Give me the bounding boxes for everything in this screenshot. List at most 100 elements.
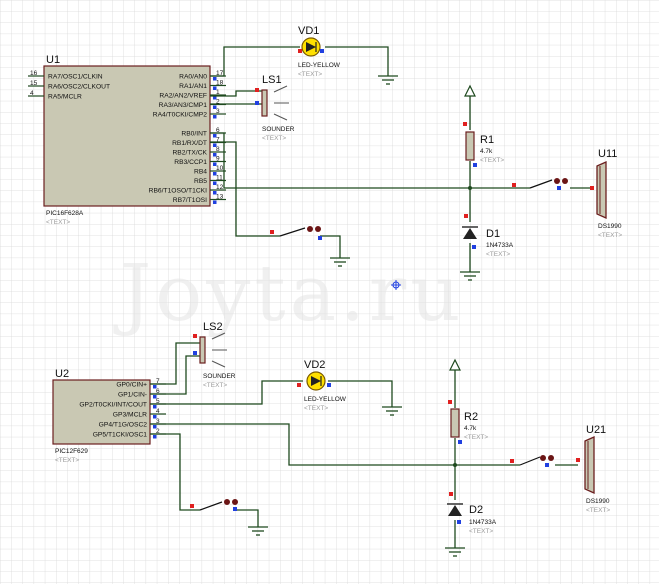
u1-pin-number: 18 [216, 80, 224, 87]
u1-pin-13[interactable]: 13 RB7/T1OSI [173, 194, 226, 205]
d2-text-label: <TEXT> [469, 528, 493, 535]
ground-symbol-6 [445, 547, 465, 557]
u21-body [584, 435, 595, 495]
u2-part: PIC12F629 [55, 448, 88, 455]
u1-pin-label: RA3/AN3/CMP1 [159, 102, 208, 109]
ls1-body [261, 89, 268, 117]
d2-diode-icon [448, 505, 462, 516]
vd1-text-label: <TEXT> [298, 71, 322, 78]
u2-pin-label: GP4/T1G/OSC2 [99, 422, 148, 429]
u1-pin-label: RB0/INT [181, 131, 207, 138]
r2-body [450, 408, 460, 438]
u2-pin-number: 6 [156, 388, 160, 395]
d1-zener[interactable]: D1 1N4733A <TEXT> [462, 214, 514, 258]
d1-part: 1N4733A [486, 242, 514, 249]
r2-ref: R2 [464, 411, 478, 423]
u1-pin-number: 15 [30, 80, 38, 87]
u1-pin-number: 7 [216, 137, 220, 144]
ground-symbol-2 [330, 257, 350, 267]
u11-body [596, 160, 607, 220]
d2-zener[interactable]: D2 1N4733A <TEXT> [447, 492, 497, 535]
u1-pin-label: RA7/OSC1/CLKIN [48, 74, 103, 81]
watermark: Joyta.ru [113, 249, 464, 339]
u1-pin-label: RB4 [194, 169, 207, 176]
u1-pin-number: 4 [30, 90, 34, 97]
u1-pin-label: RA6/OSC2/CLKOUT [48, 84, 110, 91]
u1-pin-number: 2 [216, 99, 220, 106]
switch-1[interactable] [270, 226, 322, 240]
r1-resistor[interactable]: R1 4.7k <TEXT> [463, 122, 504, 167]
u2-pin-label: GP1/CIN- [118, 392, 147, 399]
u2-ref: U2 [55, 368, 69, 380]
u1-pin-number: 13 [216, 194, 224, 201]
junction-2 [453, 463, 457, 467]
power-arrow-2 [449, 358, 461, 371]
vd2-led[interactable]: VD2 LED-YELLOW <TEXT> [297, 359, 347, 412]
vd1-part: LED-YELLOW [298, 62, 341, 69]
u2-body [52, 379, 151, 445]
u2-pin-label: GP0/CIN+ [116, 382, 147, 389]
u2-pin-number: 7 [156, 378, 160, 385]
u1-pin-label: RB5 [194, 178, 207, 185]
vd2-part: LED-YELLOW [304, 396, 347, 403]
u2-pin-label: GP3/MCLR [113, 412, 147, 419]
u1-pin-label: RA2/AN2/VREF [159, 93, 207, 100]
ls1-part: SOUNDER [262, 126, 295, 133]
u1-pin-label: RB3/CCP1 [174, 159, 207, 166]
switch-2[interactable] [512, 178, 568, 190]
d1-diode-icon [463, 228, 477, 239]
d2-part: 1N4733A [469, 519, 497, 526]
u21-text-label: <TEXT> [586, 507, 610, 514]
u21-ibutton[interactable]: U21 DS1990 <TEXT> [576, 424, 610, 514]
u1-pin-11[interactable]: 11 RB5 [194, 175, 226, 186]
u11-text-label: <TEXT> [598, 232, 622, 239]
u1-pin-number: 6 [216, 127, 220, 134]
u1-pin-label: RB1/RX/DT [172, 140, 207, 147]
r1-ref: R1 [480, 134, 494, 146]
r2-resistor[interactable]: R2 4.7k <TEXT> [448, 400, 488, 444]
r2-text-label: <TEXT> [464, 434, 488, 441]
d1-ref: D1 [486, 228, 500, 240]
u1-pin-number: 3 [216, 108, 220, 115]
ground-symbol-5 [248, 526, 268, 536]
u21-part: DS1990 [586, 498, 610, 505]
u2-pin-number: 2 [156, 428, 160, 435]
ls2-ref: LS2 [203, 321, 223, 333]
ls2-body [199, 336, 206, 364]
u1-pin-label: RB6/T1OSO/T1CKI [149, 188, 207, 195]
u1-pin-18[interactable]: 18 RA1/AN1 [179, 80, 226, 91]
top-wires [210, 46, 530, 272]
junction-1 [468, 186, 472, 190]
ls1-sounder[interactable]: LS1 SOUNDER <TEXT> [255, 74, 295, 142]
switch-3[interactable] [190, 499, 238, 511]
u1-pin-9[interactable]: 9 RB3/CCP1 [174, 156, 226, 167]
vd2-ref: VD2 [304, 359, 325, 371]
switch-4[interactable] [510, 455, 554, 467]
u1-pin-number: 9 [216, 156, 220, 163]
vd1-led[interactable]: VD1 LED-YELLOW <TEXT> [298, 25, 341, 78]
power-arrow-1 [464, 84, 476, 97]
ls2-sounder[interactable]: LS2 SOUNDER <TEXT> [193, 321, 236, 389]
vd2-diode-icon [311, 376, 321, 386]
vd2-text-label: <TEXT> [304, 405, 328, 412]
r1-text-label: <TEXT> [480, 157, 504, 164]
ls1-text-label: <TEXT> [262, 135, 286, 142]
u1-pin-label: RB7/T1OSI [173, 197, 207, 204]
u1-pin-number: 11 [216, 175, 223, 182]
u1-ref: U1 [46, 54, 60, 66]
u1-pin-label: RA1/AN1 [179, 83, 207, 90]
u11-ibutton[interactable]: U11 DS1990 <TEXT> [590, 148, 622, 239]
u21-ref: U21 [586, 424, 606, 436]
